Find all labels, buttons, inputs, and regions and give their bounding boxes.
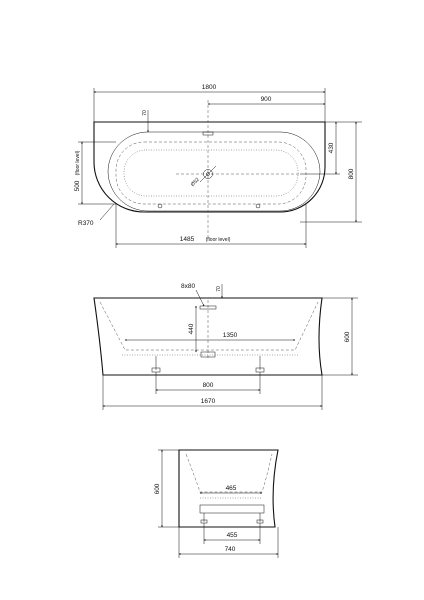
- dim-label-floor-depth: 500: [74, 180, 81, 191]
- top-view: 1800 900 70 430 800 500 (floor level) Ø5…: [74, 84, 362, 248]
- dim-label-side-height: 600: [154, 483, 161, 494]
- tub-outline-side: [178, 449, 279, 528]
- overflow-front: [199, 305, 217, 310]
- dim-label-feet-spacing: 800: [203, 382, 214, 389]
- foot-marker-right: [255, 203, 261, 209]
- drain-leader: [199, 165, 217, 183]
- dim-label-floor-length: 1485: [180, 236, 195, 243]
- base-frame-side: [199, 504, 265, 514]
- tub-basin-outline: [115, 141, 307, 205]
- tub-inner-front: [99, 301, 319, 351]
- dim-label-depth-to-drain: 430: [328, 142, 335, 153]
- foot-right-front: [255, 356, 265, 373]
- dim-note-floor-depth: (floor level): [75, 150, 81, 175]
- foot-left-front: [151, 356, 161, 373]
- dim-label-half-width: 900: [261, 96, 272, 103]
- side-view: 600 465 455 740: [154, 449, 279, 558]
- tub-outline-top: [93, 121, 326, 213]
- foot-marker-left: [157, 203, 163, 209]
- foot-right-side: [256, 513, 264, 524]
- dim-label-overall-width: 1800: [202, 84, 217, 91]
- drain-pipe-front: [200, 351, 216, 358]
- dim-label-front-height: 600: [344, 331, 351, 342]
- dim-note-floor-length: (floor level): [206, 237, 231, 243]
- dim-label-base-length: 1670: [201, 398, 216, 405]
- tub-floor-outline: [123, 149, 299, 197]
- dim-label-base-width: 740: [225, 546, 236, 553]
- overflow-leader: [195, 289, 205, 307]
- dim-label-drain-diameter: Ø52: [190, 177, 201, 188]
- drain-icon: [203, 169, 213, 179]
- radius-leader: [99, 203, 115, 221]
- front-view: 8x80 70 440 1350 600 800 1670: [93, 283, 358, 410]
- dim-label-feet-spacing-side: 455: [227, 532, 238, 539]
- dim-label-inner-length: 1350: [223, 332, 238, 339]
- dim-label-overflow-height: 440: [188, 323, 195, 334]
- dim-label-overflow-offset: 70: [216, 286, 222, 292]
- foot-left-side: [200, 513, 208, 524]
- dim-label-corner-radius: R370: [78, 220, 94, 227]
- dim-label-inner-width: 465: [226, 485, 237, 492]
- dim-label-rim-offset: 70: [142, 110, 148, 116]
- drain-center-icon: [206, 172, 210, 176]
- dim-label-overall-depth: 800: [348, 168, 355, 179]
- overflow-marker: [202, 131, 214, 136]
- dim-label-overflow-hole: 8x80: [181, 283, 195, 290]
- tub-inner-rim: [107, 131, 321, 212]
